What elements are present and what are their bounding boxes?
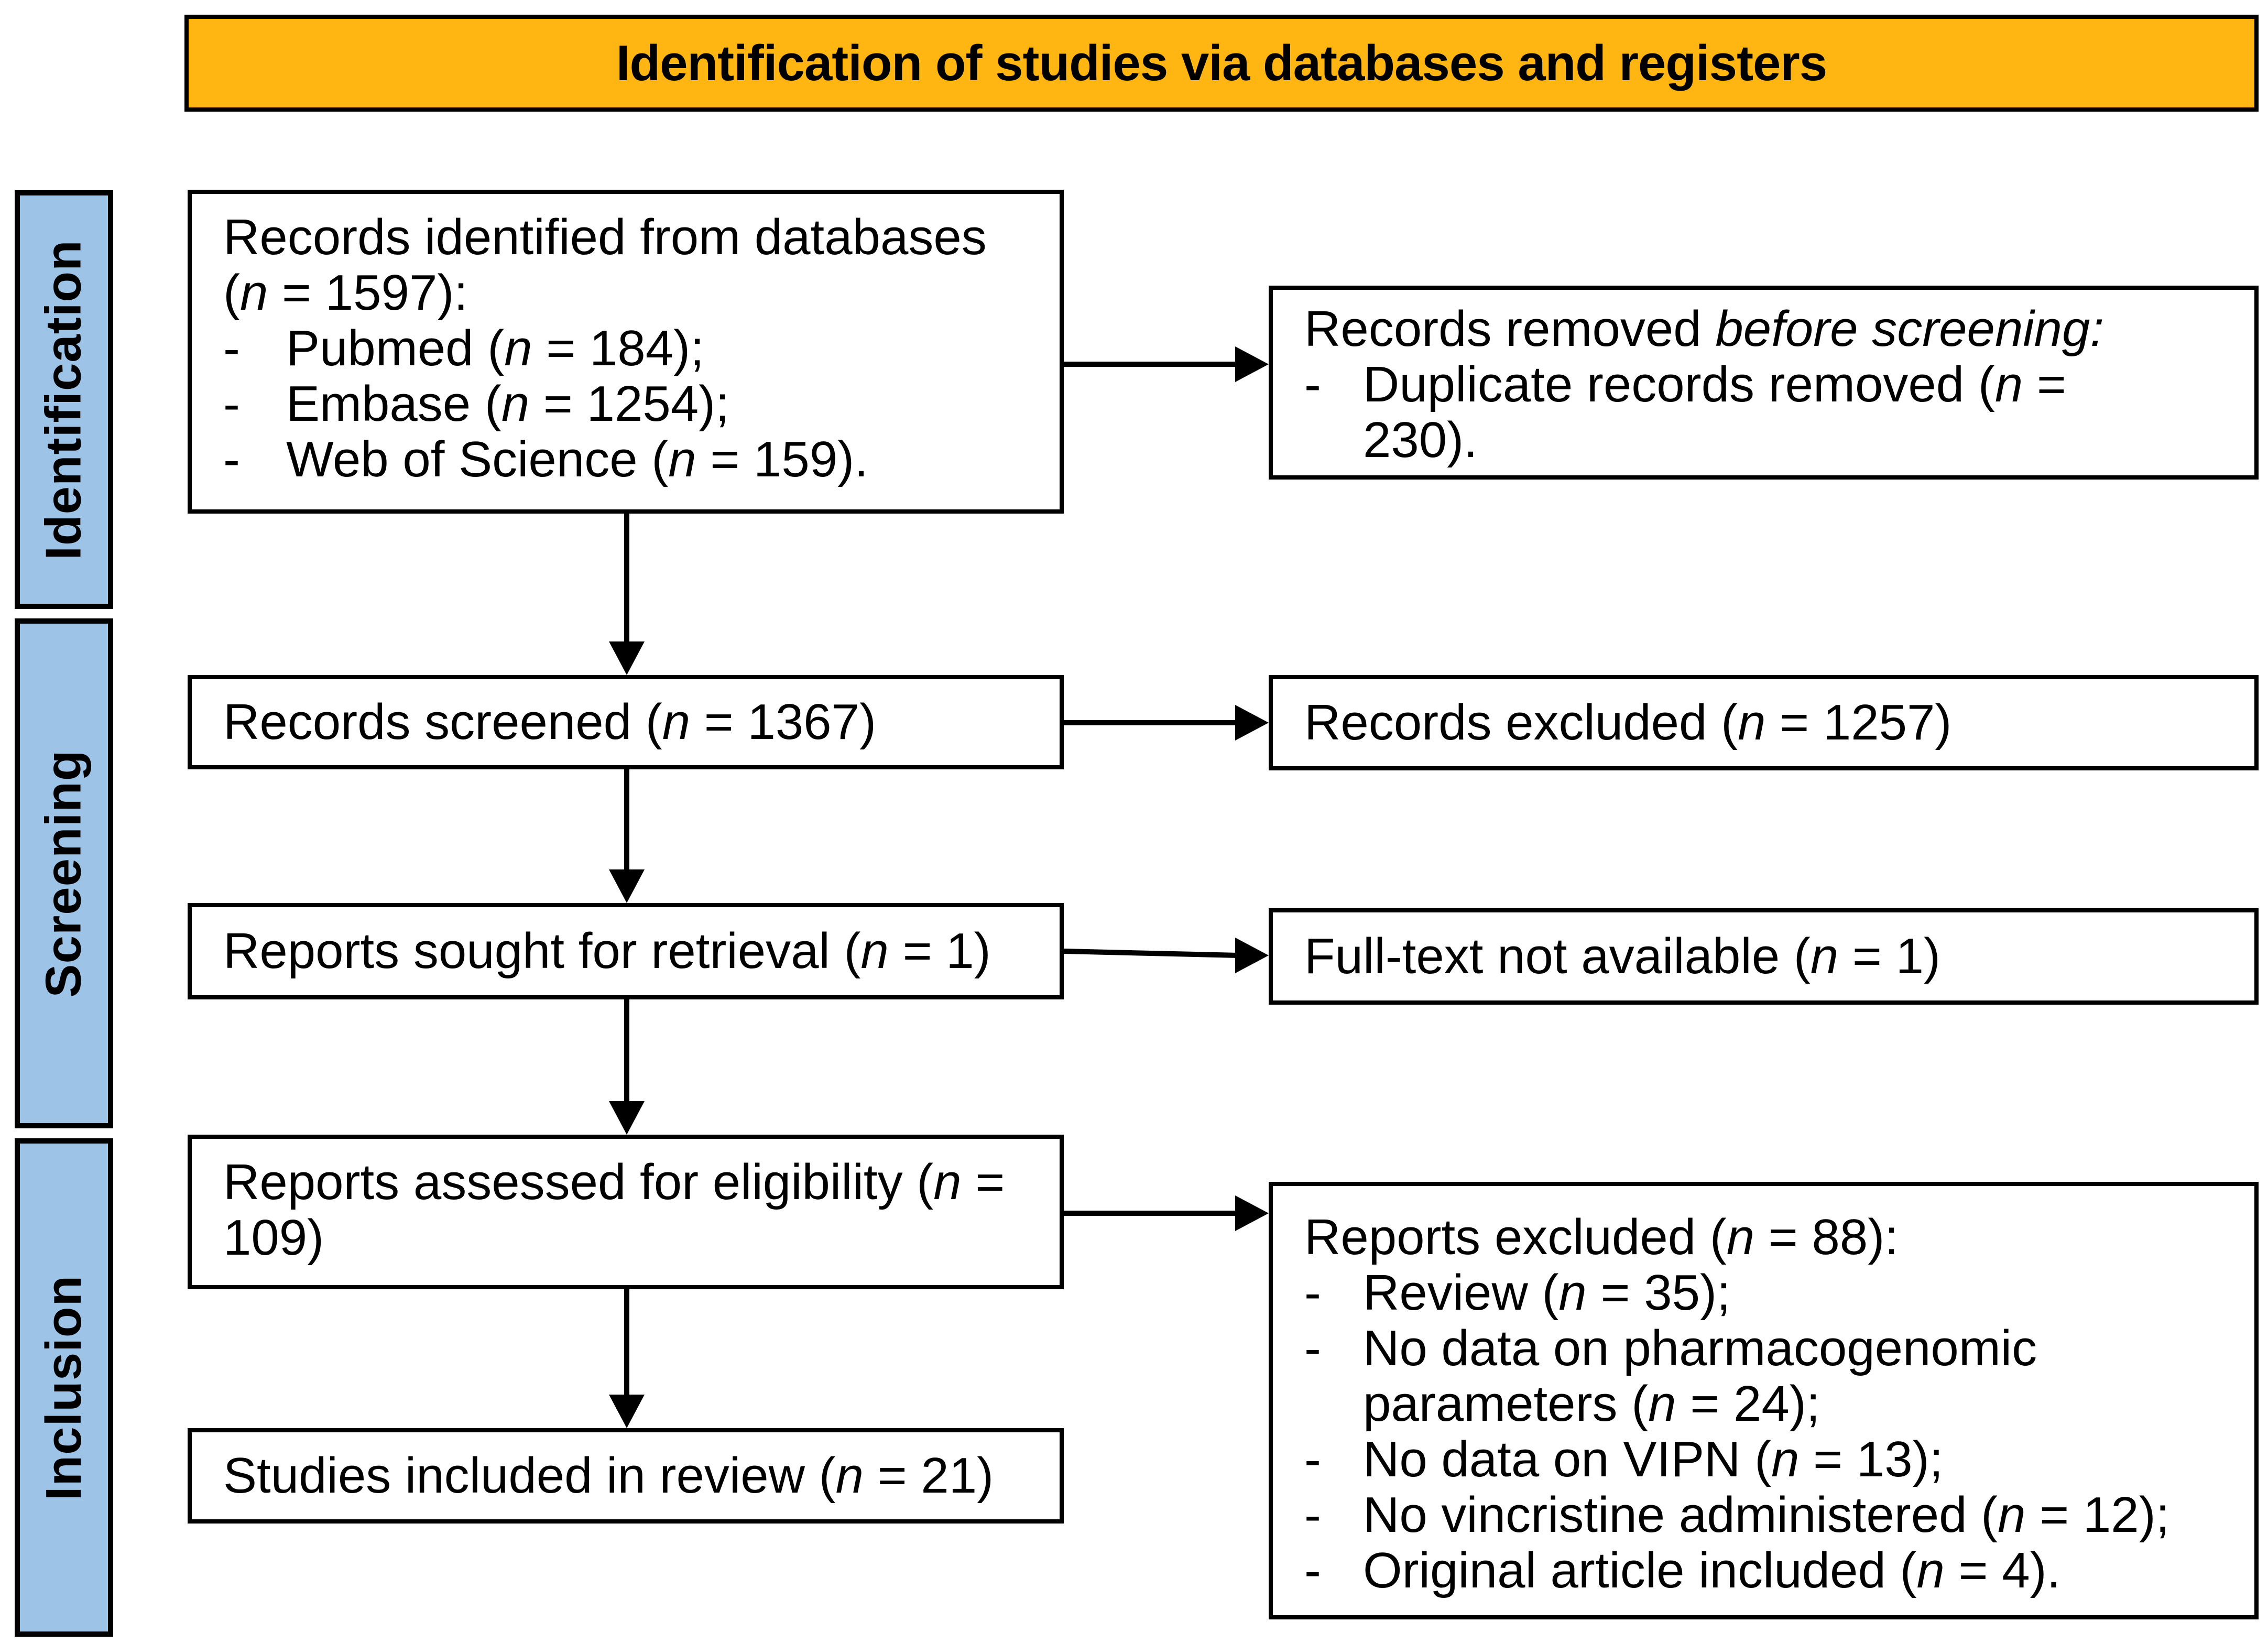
bullet-dash: - [1304, 1487, 1321, 1543]
stage-inclusion-label: Inclusion [36, 1275, 92, 1500]
box-text-line: Reports excluded (n = 88): [1304, 1209, 1899, 1265]
bullet-dash: - [1304, 1320, 1321, 1376]
box-text-line: Full-text not available (n = 1) [1304, 928, 1940, 984]
arrowhead-identified-to-screened [609, 641, 645, 675]
arrowhead-screened-to-excluded [1235, 705, 1269, 741]
arrowhead-screened-to-sought [609, 869, 645, 903]
bullet-dash: - [223, 320, 240, 376]
bullet-dash: - [1304, 1265, 1321, 1321]
arrowhead-sought-to-assessed [609, 1101, 645, 1135]
arrowhead-identified-to-removed [1235, 346, 1269, 382]
reports-assessed-box: Reports assessed for eligibility (n = 10… [188, 1135, 1064, 1289]
studies-included-box: Studies included in review (n = 21) [188, 1428, 1064, 1524]
box-text-line: (n = 1597): [223, 265, 468, 321]
reports-excluded-box: Reports excluded (n = 88): - Review (n =… [1269, 1182, 2259, 1619]
box-text-line: Studies included in review (n = 21) [223, 1448, 994, 1504]
bullet-dash: - [1304, 1431, 1321, 1487]
bullet-item: - Review (n = 35); [1304, 1265, 2187, 1321]
bullet-text: No vincristine administered (n = 12); [1363, 1487, 2170, 1543]
bullet-text: Pubmed (n = 184); [286, 320, 704, 376]
bullet-dash: - [223, 431, 240, 487]
box-text-line: Reports sought for retrieval (n = 1) [223, 923, 991, 979]
fulltext-not-available-box: Full-text not available (n = 1) [1269, 908, 2259, 1005]
bullet-text: Original article included (n = 4). [1363, 1542, 2061, 1598]
arrow-sought-to-fulltext [1063, 949, 1239, 958]
arrowhead-assessed-to-excluded [1235, 1195, 1269, 1231]
bullet-item: - No data on pharmacogenomic parameters … [1304, 1321, 2187, 1432]
arrowhead-assessed-to-included [609, 1395, 645, 1428]
records-removed-box: Records removed before screening: - Dupl… [1269, 286, 2259, 480]
box-text-line: Reports assessed for eligibility (n = [223, 1154, 1005, 1210]
stage-inclusion: Inclusion [15, 1138, 113, 1637]
box-text-line: Records removed before screening: [1304, 301, 2105, 357]
box-text-line: 109) [223, 1210, 324, 1266]
stage-screening-label: Screening [36, 749, 92, 998]
stage-identification-label: Identification [36, 239, 92, 560]
bullet-item: - Pubmed (n = 184); [223, 321, 1055, 376]
records-identified-box: Records identified from databases (n = 1… [188, 190, 1064, 514]
bullet-item: - Web of Science (n = 159). [223, 432, 1055, 487]
bullet-item: - Original article included (n = 4). [1304, 1543, 2187, 1598]
reports-sought-box: Reports sought for retrieval (n = 1) [188, 903, 1064, 999]
bullet-item: - Embase (n = 1254); [223, 376, 1055, 432]
banner-title: Identification of studies via databases … [616, 35, 1827, 91]
bullet-item: - No vincristine administered (n = 12); [1304, 1487, 2187, 1543]
bullet-text: Review (n = 35); [1363, 1265, 1731, 1321]
bullet-text: Embase (n = 1254); [286, 376, 729, 432]
bullet-dash: - [1304, 1542, 1321, 1598]
stage-screening: Screening [15, 618, 113, 1128]
box-text-line: Records excluded (n = 1257) [1304, 694, 1952, 750]
bullet-text: Duplicate records removed (n = 230). [1363, 356, 2066, 468]
arrowhead-sought-to-fulltext [1235, 938, 1269, 973]
box-text-line: Records identified from databases [223, 209, 987, 265]
bullet-item: - Duplicate records removed (n = 230). [1304, 357, 2187, 468]
bullet-text: No data on VIPN (n = 13); [1363, 1431, 1944, 1487]
records-excluded-box: Records excluded (n = 1257) [1269, 675, 2259, 770]
box-text-line: Records screened (n = 1367) [223, 694, 877, 750]
bullet-dash: - [223, 376, 240, 432]
bullet-text: Web of Science (n = 159). [286, 431, 868, 487]
bullet-item: - No data on VIPN (n = 13); [1304, 1432, 2187, 1487]
bullet-dash: - [1304, 356, 1321, 412]
banner: Identification of studies via databases … [184, 15, 2259, 112]
stage-identification: Identification [15, 190, 113, 609]
bullet-text: No data on pharmacogenomic parameters (n… [1363, 1320, 2037, 1432]
records-screened-box: Records screened (n = 1367) [188, 675, 1064, 769]
